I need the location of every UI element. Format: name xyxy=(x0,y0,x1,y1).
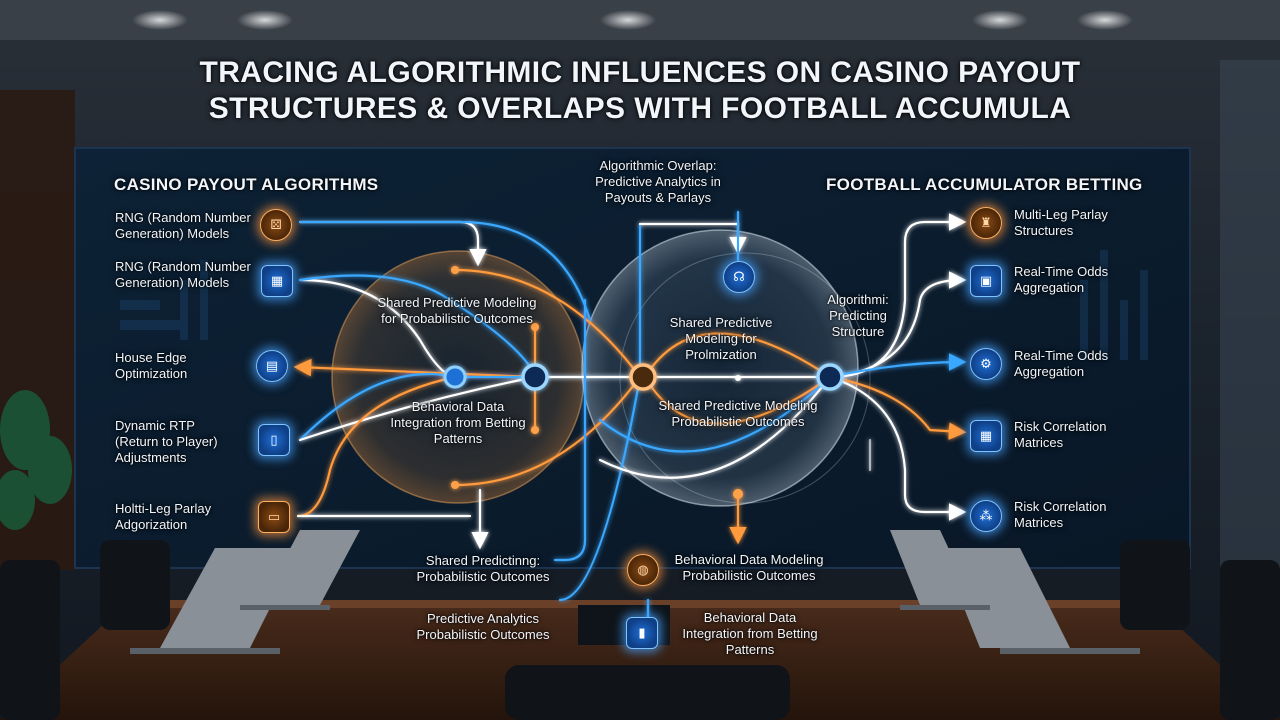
page-title: TRACING ALGORITHMIC INFLUENCES ON CASINO… xyxy=(120,55,1160,127)
football-item-label-5: Risk Correlation Matrices xyxy=(1014,499,1107,530)
casino-header: CASINO PAYOUT ALGORITHMS xyxy=(114,175,379,194)
title-line-1: TRACING ALGORITHMIC INFLUENCES ON CASINO… xyxy=(199,56,1081,89)
casino-item-label-5: Holtti-Leg Parlay Adgorization xyxy=(115,501,212,532)
right-circle-lower-label: Shared Predictive Modeling Probabilistic… xyxy=(658,398,818,429)
node-overlap-hub xyxy=(629,363,657,391)
wire-white-right-lower xyxy=(598,375,832,479)
mobile-icon: ▯ xyxy=(258,424,290,456)
wire-risk-1 xyxy=(828,375,967,440)
bottom-mid-label-1: Behavioral Data Modeling Probabilistic O… xyxy=(674,552,824,583)
node-center-dot xyxy=(735,375,741,381)
wire-orange-right-bottom xyxy=(643,375,832,425)
wire-rtp xyxy=(298,373,457,442)
dice-icon: ⚄ xyxy=(260,209,292,241)
wire-rng-2 xyxy=(298,278,457,379)
node-orange-right-bottom xyxy=(733,489,743,499)
wire-orange-right-top xyxy=(643,332,832,379)
node-casino-left xyxy=(443,365,467,389)
headset-icon: ☊ xyxy=(723,261,755,293)
wire-to-probabilistic xyxy=(553,298,587,562)
wire-house-edge xyxy=(293,358,537,379)
wire-risk-2 xyxy=(828,375,967,521)
network-icon: ⁂ xyxy=(970,500,1002,532)
bottom-left-label-1: Shared Predictinng: Probabilistic Outcom… xyxy=(416,553,550,584)
casino-item-label-1: RNG (Random Number Generation) Models xyxy=(115,210,251,241)
monitor-icon: ▣ xyxy=(970,265,1002,297)
football-overlap-circle xyxy=(581,229,859,507)
right-circle-label: Shared Predictive Modeling for Prolmizat… xyxy=(669,315,773,362)
node-orange-top xyxy=(451,266,459,274)
football-item-label-1: Multi-Leg Parlay Structures xyxy=(1014,207,1108,238)
wire-rng-1-blue xyxy=(298,220,592,322)
casino-item-label-3: House Edge Optimization xyxy=(115,350,188,381)
node-orange-bottom xyxy=(451,481,459,489)
football-header: FOOTBALL ACCUMULATOR BETTING xyxy=(826,175,1143,194)
document-icon: ▤ xyxy=(256,350,288,382)
left-circle-label: Shared Predictive Modeling for Probabili… xyxy=(377,295,537,326)
matrix-icon: ▦ xyxy=(970,420,1002,452)
casino-item-label-4: Dynamic RTP (Return to Player) Adjustmen… xyxy=(115,418,218,465)
overlap-top-label: Algorithmic Overlap: Predictive Analytic… xyxy=(595,158,721,205)
trophy-icon: ♜ xyxy=(970,207,1002,239)
node-football-hub xyxy=(816,363,844,391)
wire-orange-top xyxy=(453,268,642,379)
lock-icon: ▮ xyxy=(626,617,658,649)
node-orange-mid xyxy=(531,323,539,331)
right-side-label: Algorithmi: Predicting Structure xyxy=(827,292,889,339)
casino-item-label-2: RNG (Random Number Generation) Models xyxy=(115,259,251,290)
wire-to-predictive-analytics xyxy=(558,375,642,602)
wire-odds-2 xyxy=(828,353,967,379)
left-circle-lower-label: Behavioral Data Integration from Betting… xyxy=(390,399,526,446)
bottom-mid-label-2: Behavioral Data Integration from Betting… xyxy=(682,610,818,657)
chip-icon: ▦ xyxy=(261,265,293,297)
wire-rng-2-blue xyxy=(298,274,537,377)
football-item-label-3: Real-Time Odds Aggregation xyxy=(1014,348,1109,379)
football-item-label-2: Real-Time Odds Aggregation xyxy=(1014,264,1109,295)
ticket-icon: ▭ xyxy=(258,501,290,533)
football-item-label-4: Risk Correlation Matrices xyxy=(1014,419,1107,450)
title-line-2: STRUCTURES & OVERLAPS WITH FOOTBALL ACCU… xyxy=(208,92,1072,125)
wire-holtti xyxy=(296,375,457,518)
node-orange-low xyxy=(531,426,539,434)
briefcase-icon: ◍ xyxy=(627,554,659,586)
wire-blue-right-lower xyxy=(598,375,832,453)
wire-orange-bottom xyxy=(453,375,642,487)
wire-rtp-white xyxy=(298,375,537,442)
gear-icon: ⚙ xyxy=(970,348,1002,380)
node-casino-hub xyxy=(521,363,549,391)
bottom-left-label-2: Predictive Analytics Probabilistic Outco… xyxy=(416,611,550,642)
